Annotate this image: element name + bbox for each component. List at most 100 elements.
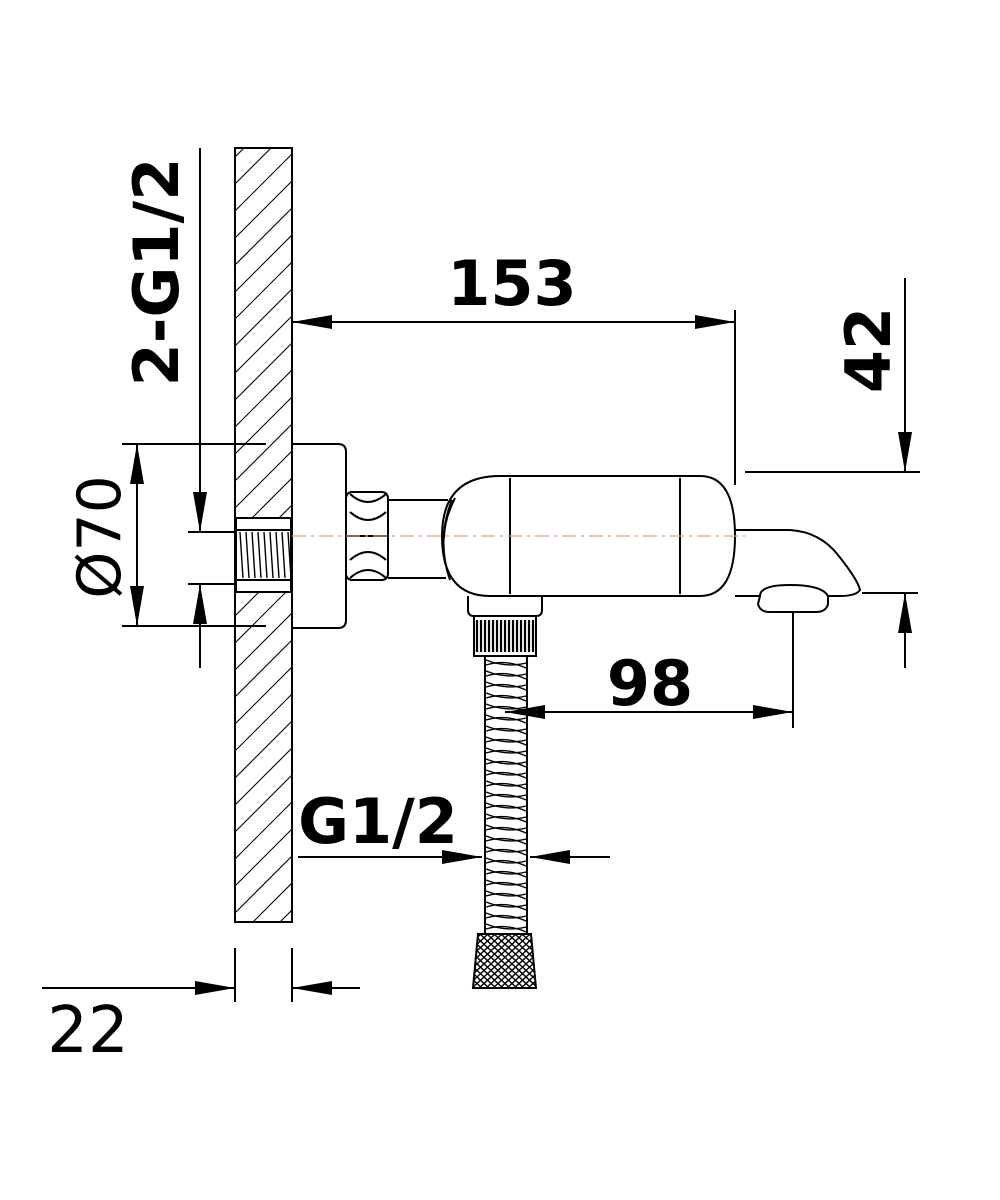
nozzle-mesh-line — [473, 934, 482, 988]
hose-coil-line — [485, 749, 527, 757]
dimension-153: 153 — [292, 247, 736, 485]
hose-coil-line — [485, 859, 527, 867]
nozzle-mesh-line — [473, 934, 531, 988]
wall-hatch-line — [235, 450, 292, 509]
dim-98-label: 98 — [607, 647, 693, 720]
hose-coil-line — [485, 870, 527, 878]
wall-inlet-thread — [235, 517, 292, 593]
dim-2g12-label: 2-G1/2 — [120, 158, 193, 387]
nozzle-mesh-line — [410, 934, 470, 990]
hose-coil-line — [485, 780, 527, 787]
nozzle-mesh-line — [525, 934, 536, 988]
nozzle-mesh-line — [479, 934, 536, 988]
hose-outlet — [467, 596, 543, 657]
nozzle-mesh-line — [473, 934, 517, 988]
hose-coil-line — [485, 661, 527, 669]
hose-coil-line — [485, 914, 527, 922]
wall-hatch-line — [235, 423, 292, 482]
thread-line — [239, 531, 244, 579]
hose-thread — [475, 620, 535, 652]
hose-coil-line — [485, 683, 527, 691]
hose-coil-line — [485, 703, 527, 710]
nozzle-mesh-line — [486, 934, 536, 988]
dim-153-label: 153 — [447, 247, 576, 320]
nozzle-mesh-line — [535, 934, 536, 988]
wall-hatch-line — [235, 396, 292, 455]
hose-coil-line — [485, 659, 527, 666]
wall-hatch-line — [235, 585, 292, 644]
wall-hatch-line — [235, 693, 292, 752]
nozzle-mesh-line — [500, 934, 536, 988]
hose-coil-line — [485, 804, 527, 812]
thread-line — [245, 531, 250, 579]
hose-coil-line — [485, 813, 527, 820]
hose-coil-line — [485, 857, 527, 864]
hose-coil-line — [485, 791, 527, 798]
nozzle-mesh-line — [532, 934, 536, 988]
hose-coil-line — [485, 747, 527, 754]
wall-hatch-line — [235, 964, 292, 1021]
dimension-98: 98 — [505, 612, 794, 728]
nozzle-mesh-line — [528, 934, 536, 988]
hose-coil-line — [485, 892, 527, 900]
hose-coil-line — [485, 670, 527, 677]
wall-hatch-line — [235, 153, 292, 212]
thread-line — [251, 531, 256, 579]
wall-hatch-line — [235, 234, 292, 293]
nozzle-mesh-line — [514, 934, 536, 988]
dimension-spout-height — [862, 592, 918, 668]
hose-coil-line — [485, 769, 527, 776]
wall-hatch-line — [235, 720, 292, 779]
wall-hatch-line — [235, 666, 292, 725]
nozzle-mesh-line — [490, 934, 536, 988]
hose-coil-line — [485, 901, 527, 908]
hose-coil-line — [485, 681, 527, 688]
hose-coil-line — [485, 912, 527, 919]
nozzle-mesh-line — [540, 934, 600, 990]
wall-hatch-line — [235, 288, 292, 347]
nozzle-mesh-line — [473, 934, 475, 988]
thread-line — [281, 531, 286, 579]
wall-hatch-line — [235, 207, 292, 266]
hose-coil-line — [485, 923, 527, 930]
hose-coil-line — [485, 824, 527, 831]
nozzle-mesh-line — [493, 934, 536, 988]
hose-coil-line — [485, 692, 527, 699]
wall-hatch-line — [235, 612, 292, 671]
hose-coil-line — [485, 760, 527, 768]
wall-hatch-line — [235, 991, 292, 1048]
hose-coil-line — [485, 925, 527, 933]
thread-line — [263, 531, 268, 579]
nozzle-mesh-line — [473, 934, 478, 988]
hose-coil-line — [485, 694, 527, 702]
hose-coil-line — [485, 727, 527, 735]
hose-coil-line — [485, 815, 527, 823]
hose-coil-line — [485, 738, 527, 746]
nozzle-mesh-line — [473, 934, 534, 988]
wall-hatch-line — [235, 315, 292, 374]
hose-end-nozzle — [410, 933, 600, 990]
hose-coil-line — [485, 782, 527, 790]
hose-coil-line — [485, 771, 527, 779]
dimension-22: 22 — [42, 948, 360, 1068]
wall-hatch-line — [235, 774, 292, 833]
connecting-pipe — [388, 499, 448, 579]
wall-hatch-line — [235, 855, 292, 914]
hose-coil-line — [485, 714, 527, 721]
hose-coil-line — [485, 672, 527, 680]
dim-22-label: 22 — [47, 994, 128, 1068]
wall-hatch-line — [235, 828, 292, 887]
dim-g12-label: G1/2 — [298, 785, 458, 858]
hose-coil-line — [485, 868, 527, 875]
wall-hatch-line — [279, 909, 292, 922]
nozzle-mesh-line — [473, 934, 520, 988]
nozzle-mesh-line — [473, 934, 510, 988]
dimension-g12-hose: G1/2 — [298, 785, 610, 864]
wall-hatch-line — [235, 148, 272, 185]
dimension-diameter-70: Ø70 — [65, 443, 266, 627]
hose-coil-line — [485, 736, 527, 743]
wall-hatch-line — [235, 937, 292, 994]
hose-coil-line — [485, 802, 527, 809]
wall-hatch-line — [235, 639, 292, 698]
